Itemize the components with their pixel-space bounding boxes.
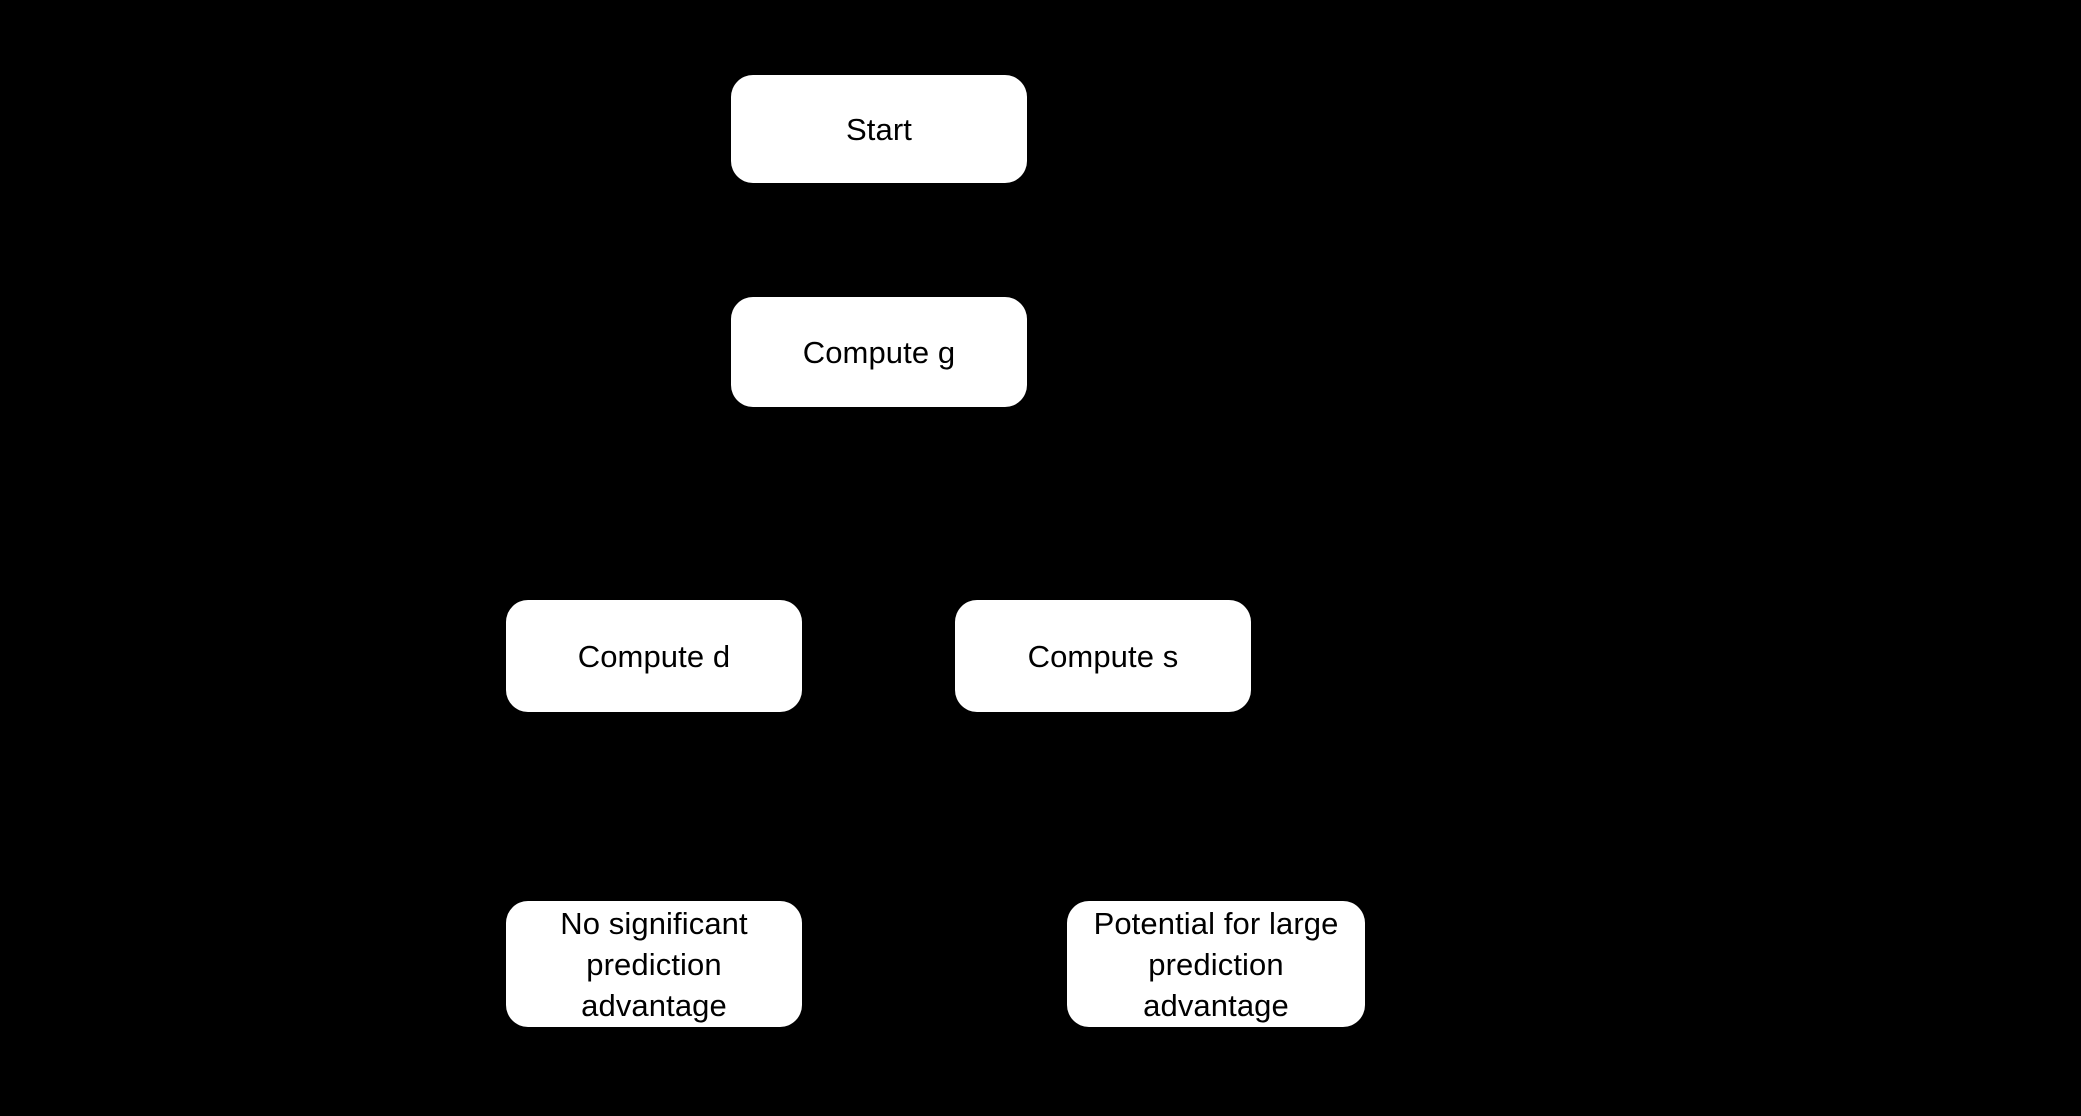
node-compute-g[interactable]: Compute g <box>731 297 1027 407</box>
node-start-label: Start <box>846 111 912 147</box>
node-compute-d[interactable]: Compute d <box>506 600 802 712</box>
node-result-no-advantage-label: No significant prediction advantage <box>560 905 748 1023</box>
node-compute-s-label: Compute s <box>1027 638 1179 674</box>
edge-compute-s-to-result-yes <box>1101 712 1228 902</box>
node-result-large-advantage-label: Potential for large prediction advantage <box>1093 905 1339 1023</box>
edge-compute-g-to-compute-s <box>877 407 1115 601</box>
node-compute-s[interactable]: Compute s <box>955 600 1251 712</box>
node-start[interactable]: Start <box>731 75 1027 183</box>
node-result-large-advantage[interactable]: Potential for large prediction advantage <box>1067 901 1365 1027</box>
node-compute-d-label: Compute d <box>577 638 731 674</box>
edge-compute-g-to-compute-d <box>642 407 881 601</box>
node-result-no-advantage[interactable]: No significant prediction advantage <box>506 901 802 1027</box>
node-compute-g-label: Compute g <box>802 334 956 370</box>
